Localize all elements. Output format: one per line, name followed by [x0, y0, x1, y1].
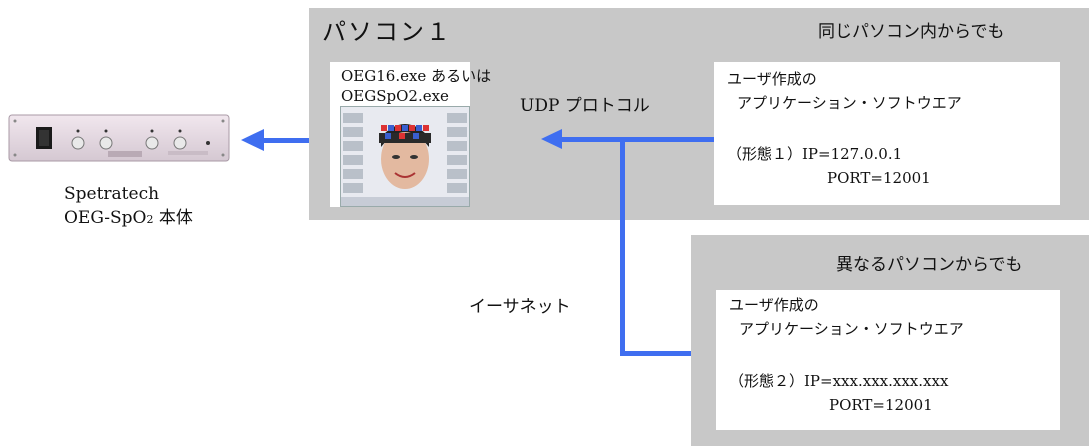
- device-name-prefix: OEG-SpO: [64, 208, 147, 228]
- pc2-note: 異なるパソコンからでも: [836, 255, 1023, 275]
- ethernet-line-horizontal: [620, 351, 691, 356]
- app1-port: PORT=12001: [827, 169, 931, 187]
- app1-line1: ユーザ作成の: [727, 70, 817, 88]
- device-name-subscript: 2: [146, 213, 154, 226]
- ethernet-label: イーサネット: [469, 297, 571, 317]
- app2-line1: ユーザ作成の: [729, 296, 819, 314]
- app1-form: （形態１）IP=127.0.0.1: [727, 145, 903, 163]
- udp-line-horizontal: [560, 137, 714, 142]
- app1-line2: アプリケーション・ソフトウエア: [737, 94, 962, 112]
- device-arrowhead-icon: [241, 129, 264, 151]
- udp-protocol-label: UDP プロトコル: [520, 96, 650, 116]
- app2-port: PORT=12001: [829, 396, 933, 414]
- software-screenshot-image: [340, 106, 470, 207]
- app2-box: [716, 290, 1060, 430]
- ethernet-line-vertical: [620, 137, 625, 356]
- app1-box: [714, 62, 1060, 205]
- app2-line2: アプリケーション・ソフトウエア: [739, 320, 964, 338]
- device-name-line2: OEG-SpO2 本体: [64, 210, 193, 227]
- pc1-title: パソコン１: [322, 18, 452, 46]
- udp-arrowhead-icon: [541, 129, 562, 149]
- device-name-line1: Spetratech: [64, 184, 160, 204]
- software-name-line1: OEG16.exe あるいは: [341, 67, 492, 85]
- device-image: [8, 113, 230, 165]
- app2-form: （形態２）IP=xxx.xxx.xxx.xxx: [729, 372, 949, 390]
- device-name-suffix: 本体: [153, 208, 193, 228]
- pc1-note: 同じパソコン内からでも: [818, 22, 1005, 42]
- software-name-line2: OEGSpO2.exe: [341, 87, 449, 105]
- device-link-line: [262, 138, 309, 143]
